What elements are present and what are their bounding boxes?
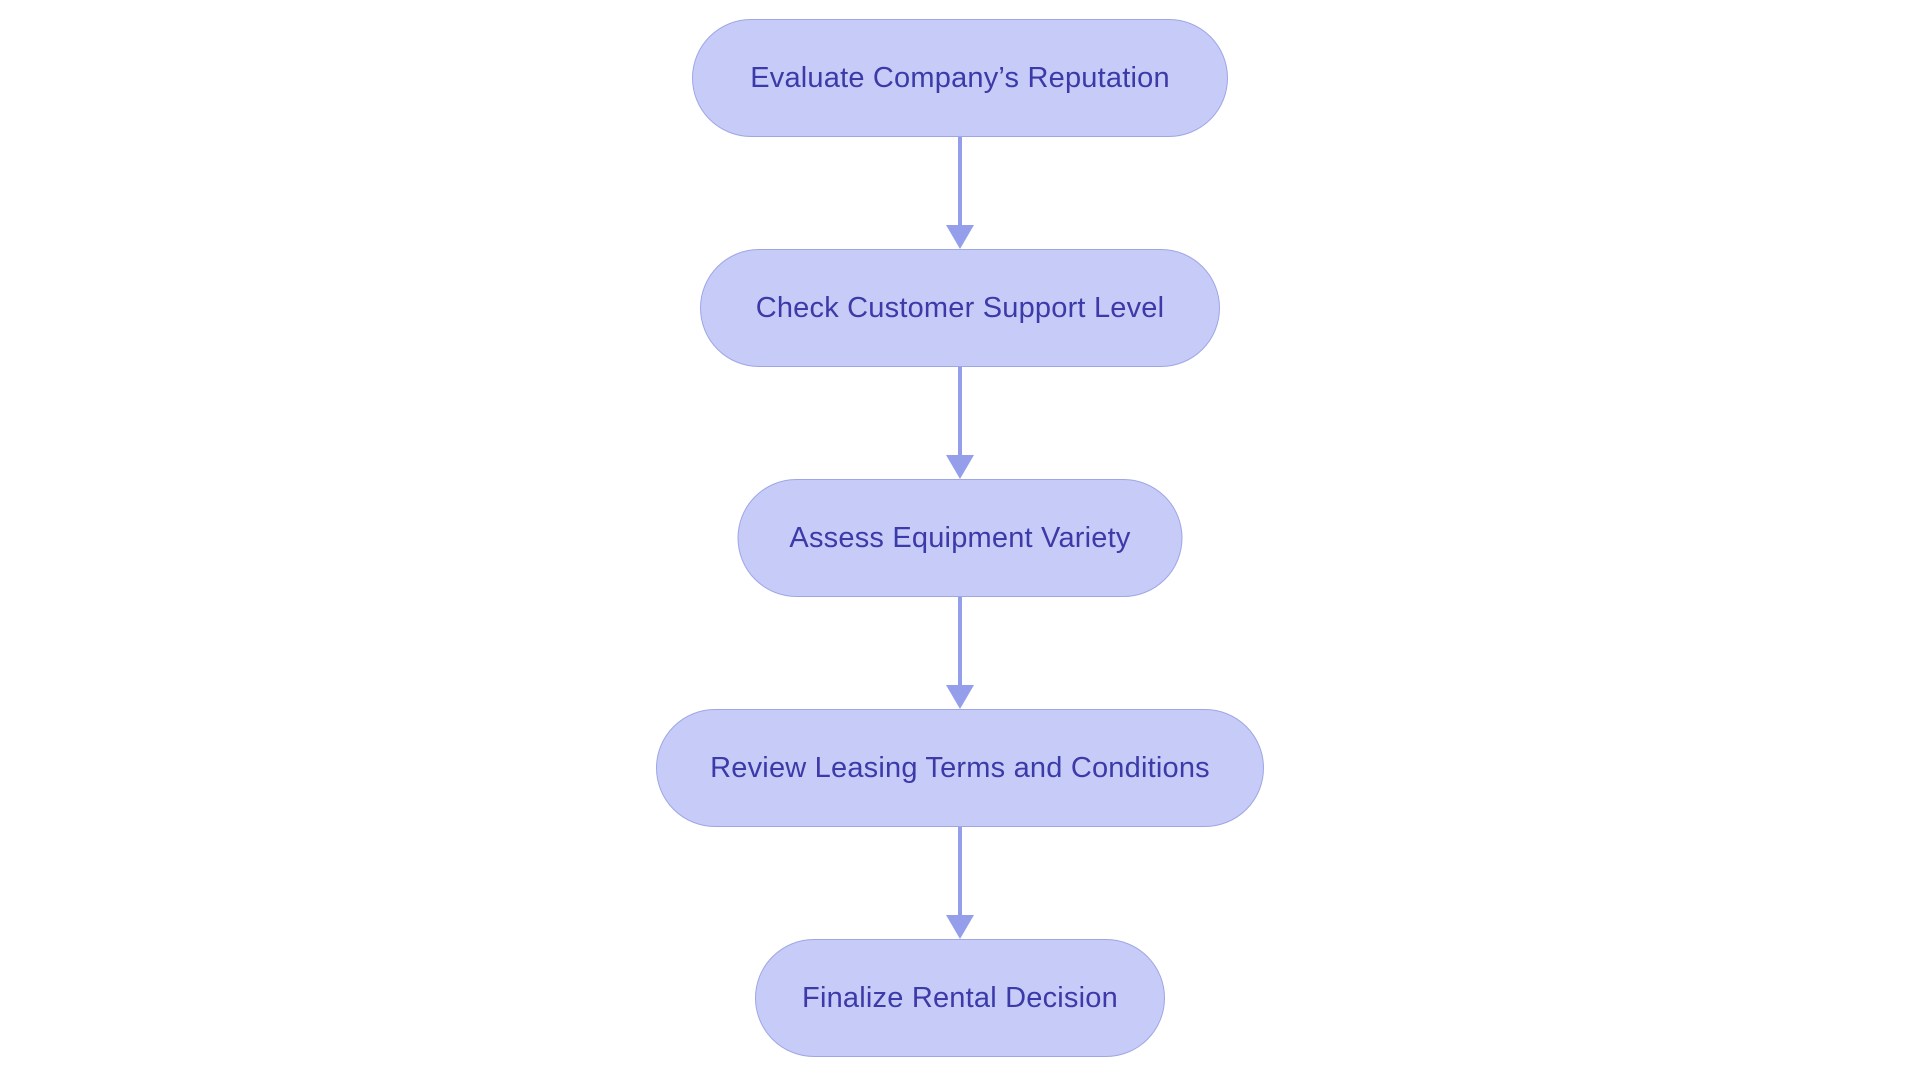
flow-node-label: Evaluate Company’s Reputation [750,61,1170,94]
flow-arrow-icon [946,367,974,479]
flow-node-label: Check Customer Support Level [755,291,1165,324]
flow-node-label: Finalize Rental Decision [802,981,1118,1014]
flow-node-label: Assess Equipment Variety [789,521,1131,554]
flow-node-review-terms: Review Leasing Terms and Conditions [656,709,1264,827]
arrow-shaft [958,827,962,915]
arrow-shaft [958,137,962,225]
flow-arrow-icon [946,597,974,709]
flow-node-label: Review Leasing Terms and Conditions [710,751,1210,784]
arrow-head-icon [946,685,974,709]
arrow-head-icon [946,225,974,249]
flow-node-evaluate-reputation: Evaluate Company’s Reputation [692,19,1228,137]
flow-node-assess-equipment: Assess Equipment Variety [737,479,1183,597]
flow-arrow-icon [946,137,974,249]
arrow-head-icon [946,915,974,939]
arrow-shaft [958,367,962,455]
flow-arrow-icon [946,827,974,939]
arrow-shaft [958,597,962,685]
flow-node-check-support: Check Customer Support Level [700,249,1220,367]
arrow-head-icon [946,455,974,479]
flow-node-finalize-decision: Finalize Rental Decision [755,939,1165,1057]
